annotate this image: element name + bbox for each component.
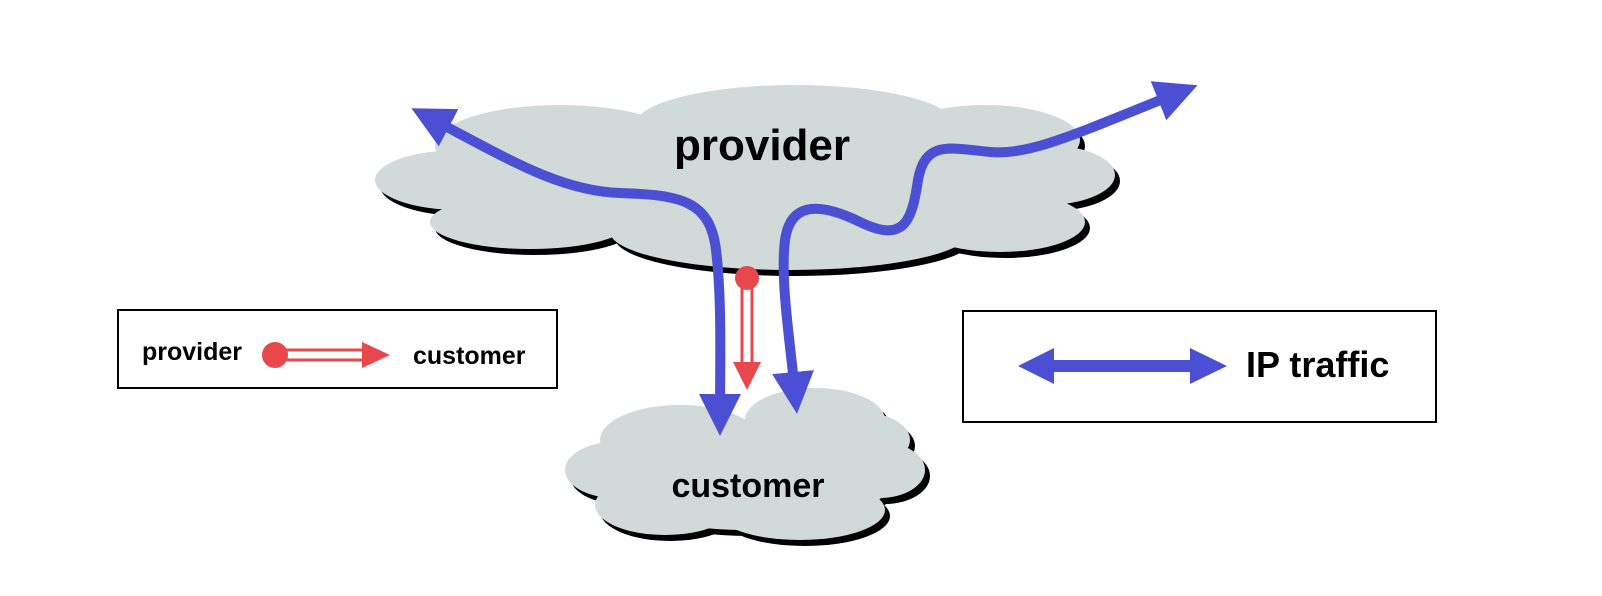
customer-cloud: customer [565,388,930,546]
traffic-path-right [772,81,1198,414]
legend-origin-dot [262,342,288,368]
relationship-arrowhead [733,362,761,390]
legend-customer-label: customer [413,342,526,370]
legend-traffic-arrowhead-right [1190,348,1227,384]
legend-traffic: IP traffic [962,310,1437,423]
relationship-arrow [733,266,761,390]
legend-relationship-box [117,309,558,389]
legend-relationship: provider customer [117,309,558,389]
legend-traffic-arrowhead-left [1018,348,1054,384]
traffic-path-left [411,108,742,436]
provider-cloud: provider [375,85,1120,276]
relationship-origin-dot [735,266,759,290]
legend-traffic-label: IP traffic [1246,344,1389,385]
customer-cloud-body [565,388,925,540]
provider-cloud-label: provider [674,121,850,170]
legend-arrowhead [362,342,390,368]
legend-provider-label: provider [142,338,242,366]
provider-cloud-body [375,85,1115,270]
customer-cloud-label: customer [671,467,824,505]
